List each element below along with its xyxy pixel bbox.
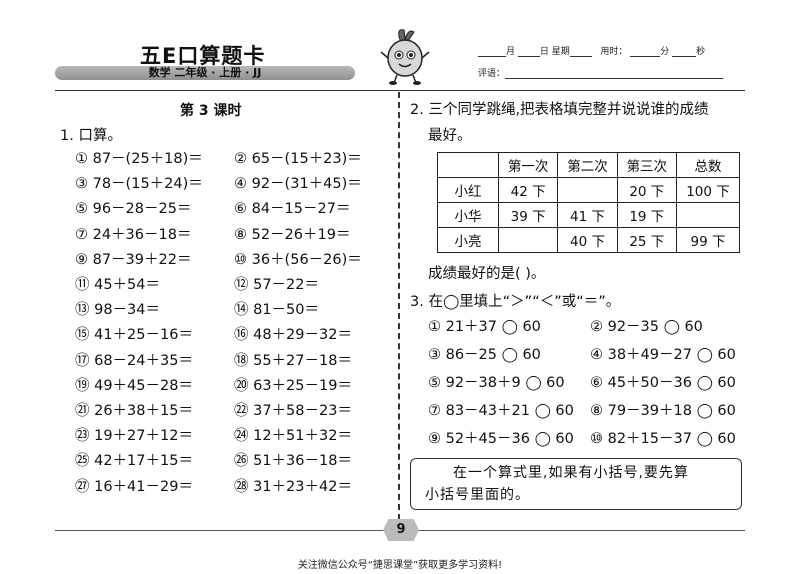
date-time-line: 月 日 星期 用时： 分 秒	[478, 44, 705, 57]
compare-item[interactable]: ① 21＋37 ◯ 60	[428, 319, 541, 335]
q2-title-line1: 2. 三个同学跳绳,把表格填完整并说说谁的成绩	[410, 102, 709, 118]
problem-item: ⑲ 49＋45－28＝	[75, 377, 193, 394]
problem-item: ㉘ 31＋23＋42＝	[234, 478, 352, 495]
tip-box	[410, 458, 742, 510]
subject-grade-bar: 数学 二年级 · 上册 · JJ	[55, 66, 355, 80]
problem-item: ㉕ 42＋17＋15＝	[75, 453, 193, 470]
problem-item: ⑭ 81－50＝	[234, 302, 320, 319]
mascot-illustration	[378, 26, 432, 90]
problem-item: ③ 78－(15＋24)＝	[75, 176, 203, 193]
problem-item: ② 65－(15＋23)＝	[234, 151, 362, 167]
time-used-label: 用时：	[600, 47, 628, 57]
problem-item: ㉑ 26＋38＋15＝	[75, 403, 193, 419]
compare-item[interactable]: ⑧ 79－39＋18 ◯ 60	[590, 403, 736, 419]
compare-item[interactable]: ④ 38＋49－27 ◯ 60	[590, 347, 736, 363]
table-cell-blank[interactable]	[557, 177, 618, 203]
second-blank[interactable]	[672, 47, 697, 57]
compare-item[interactable]: ⑨ 52＋45－36 ◯ 60	[428, 431, 574, 447]
problem-item: ⑯ 48＋29－32＝	[234, 327, 352, 344]
table-row: 小红 42 下 20 下 100 下	[437, 177, 741, 203]
problem-item: ⑰ 68－24＋35＝	[75, 352, 193, 369]
problem-item: ⑪ 45＋54＝	[75, 277, 161, 293]
table-cell: 99 下	[675, 227, 741, 253]
problem-item: ⑨ 87－39＋22＝	[75, 251, 192, 268]
problem-item: ㉔ 12＋51＋32＝	[234, 428, 352, 445]
weekday-blank[interactable]	[569, 47, 592, 57]
table-cell-blank[interactable]	[675, 202, 741, 228]
table-cell: 20 下	[616, 177, 677, 203]
row-name: 小红	[437, 177, 499, 203]
problem-item: ⑧ 52－26＋19＝	[234, 226, 351, 243]
problem-item: ⑥ 84－15－27＝	[234, 201, 351, 218]
problem-item: ⑳ 63＋25－19＝	[234, 377, 352, 394]
q3-title: 3. 在◯里填上“＞”“＜”或“＝”。	[410, 294, 621, 310]
page-number: 9	[383, 519, 419, 541]
day-blank[interactable]	[517, 47, 540, 57]
comment-line: 评语：	[478, 66, 724, 79]
minute-blank[interactable]	[630, 47, 661, 57]
month-blank[interactable]	[478, 47, 506, 57]
table-cell: 19 下	[616, 202, 677, 228]
column-divider	[398, 92, 400, 520]
second-label: 秒	[696, 47, 706, 57]
tip-line-1: 在一个算式里,如果有小括号,要先算	[453, 465, 689, 481]
problem-item: ⑱ 55＋27－18＝	[234, 352, 352, 369]
table-cell: 40 下	[557, 227, 618, 253]
table-row: 小华 39 下 41 下 19 下	[437, 202, 741, 228]
problem-item: ㉒ 37＋58－23＝	[234, 403, 352, 419]
problem-item: ⑮ 41＋25－16＝	[75, 327, 193, 344]
compare-item[interactable]: ② 92－35 ◯ 60	[590, 319, 703, 335]
table-header	[437, 152, 499, 178]
table-header: 第一次	[497, 152, 559, 178]
row-name: 小华	[437, 202, 499, 228]
problem-item: ④ 92－(31＋45)＝	[234, 176, 362, 193]
footer-note: 关注微信公众号“捷思课堂”获取更多学习资料!	[297, 560, 503, 571]
month-label: 月	[506, 47, 516, 57]
card-title: 五E口算题卡	[140, 44, 266, 68]
table-cell-blank[interactable]	[497, 227, 559, 253]
compare-item[interactable]: ⑩ 82＋15－37 ◯ 60	[590, 431, 736, 447]
problem-item: ㉓ 19＋27＋12＝	[75, 428, 193, 445]
q2-title-line2: 最好。	[428, 128, 472, 144]
table-header: 第三次	[616, 152, 677, 178]
table-cell: 39 下	[497, 202, 559, 228]
problem-item: ⑫ 57－22＝	[234, 277, 320, 293]
compare-item[interactable]: ⑥ 45＋50－36 ◯ 60	[590, 375, 736, 391]
comment-label: 评语：	[478, 69, 506, 79]
row-name: 小亮	[437, 227, 499, 253]
tip-line-2: 小括号里面的。	[425, 487, 530, 503]
table-header: 总数	[675, 152, 741, 178]
compare-item[interactable]: ③ 86－25 ◯ 60	[428, 347, 541, 363]
problem-item: ⑬ 98－34＝	[75, 302, 161, 319]
problem-item: ⑩ 36＋(56－26)＝	[234, 251, 362, 268]
comment-blank[interactable]	[505, 69, 724, 79]
weekday-label: 星期	[551, 47, 570, 57]
problem-item: ⑤ 96－28－25＝	[75, 201, 192, 218]
header-rule	[55, 90, 745, 91]
table-cell: 41 下	[557, 202, 618, 228]
problem-item: ㉖ 51＋36－18＝	[234, 453, 352, 470]
compare-item[interactable]: ⑤ 92－38＋9 ◯ 60	[428, 375, 565, 391]
compare-item[interactable]: ⑦ 83－43＋21 ◯ 60	[428, 403, 574, 419]
table-row: 小亮 40 下 25 下 99 下	[437, 227, 741, 253]
table-cell: 25 下	[616, 227, 677, 253]
minute-label: 分	[660, 47, 670, 57]
lesson-title: 第 3 课时	[180, 103, 242, 119]
q1-title: 1. 口算。	[60, 128, 122, 144]
problem-item: ㉗ 16＋41－29＝	[75, 478, 193, 495]
table-header: 第二次	[557, 152, 618, 178]
table-header-row: 第一次 第二次 第三次 总数	[437, 152, 741, 178]
table-cell: 100 下	[675, 177, 741, 203]
table-cell: 42 下	[497, 177, 559, 203]
problem-item: ⑦ 24＋36－18＝	[75, 226, 192, 243]
tip-text: 在一个算式里,如果有小括号,要先算 小括号里面的。	[425, 462, 735, 506]
q2-answer-line[interactable]: 成绩最好的是( )。	[428, 266, 546, 282]
problem-item: ① 87－(25＋18)＝	[75, 151, 203, 167]
jump-rope-table: 第一次 第二次 第三次 总数 小红 42 下 20 下 100 下 小华 39 …	[437, 152, 741, 253]
day-label: 日	[539, 47, 549, 57]
